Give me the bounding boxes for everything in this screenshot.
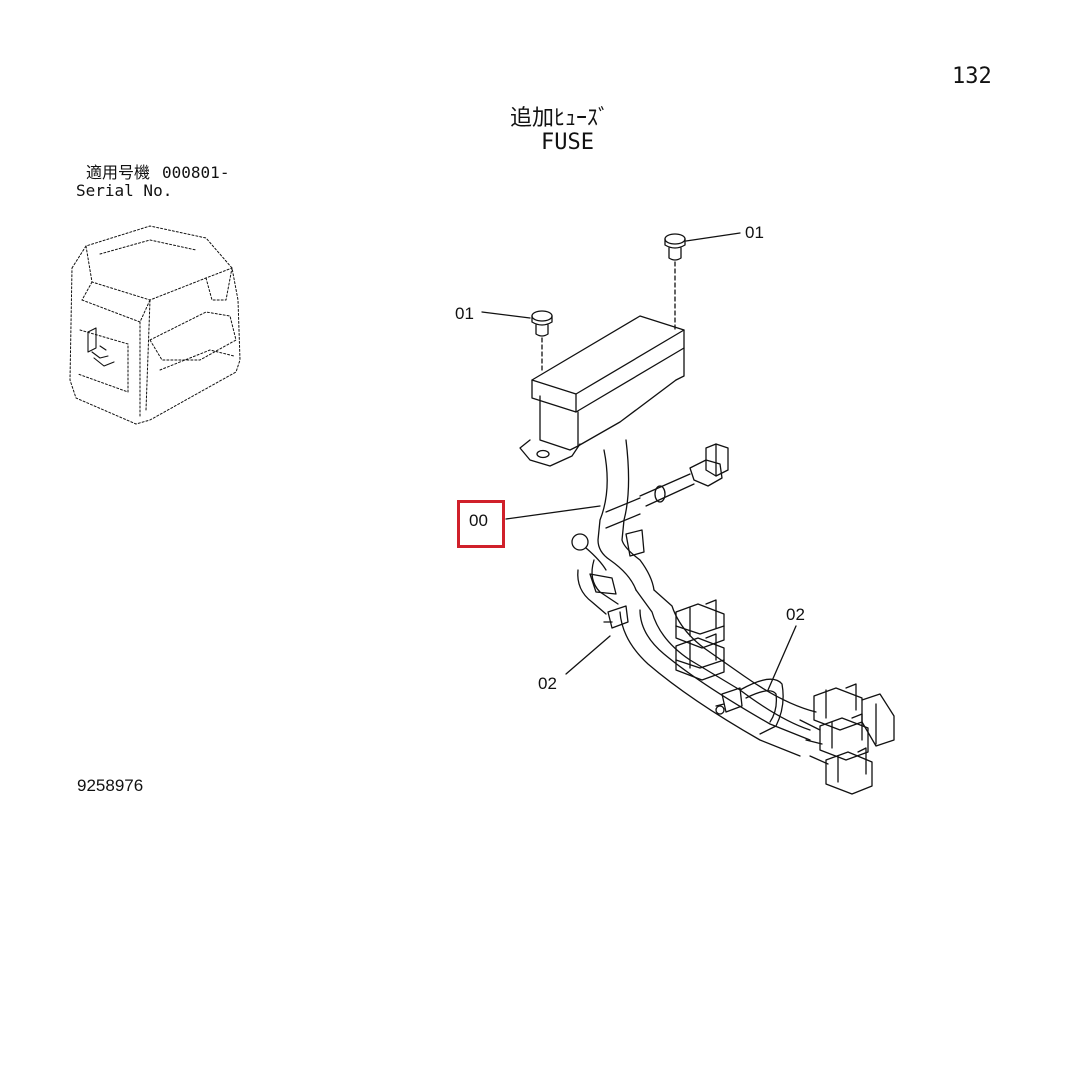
cab-fuse-location-mark [87,327,115,367]
cab-thumbnail-illustration [69,225,241,425]
leader-harness [505,505,601,520]
screw-upper-part [664,233,686,331]
serial-label-japanese: 適用号機 [86,163,151,182]
leader-clamp-left [565,635,611,675]
callout-clamp-right[interactable]: 02 [786,605,805,624]
diagram-title-english: FUSE [541,130,594,155]
callout-clamp-left[interactable]: 02 [538,674,557,693]
serial-label-row: 適用号機 000801- [76,164,229,182]
fuse-box-part [519,315,685,467]
screw-lower-part [531,310,553,373]
wire-harness-part [571,439,895,795]
serial-label-english: Serial No. [76,181,173,200]
diagram-title-japanese: 追加ﾋｭｰｽﾞ [510,106,610,131]
serial-number-block: 適用号機 000801- Serial No. [76,164,229,200]
serial-value: 000801- [162,163,230,182]
leader-screw-upper [685,232,741,242]
callout-harness[interactable]: 00 [469,511,488,530]
leader-screw-lower [481,311,531,319]
drawing-number: 9258976 [77,776,144,795]
callout-screw-lower[interactable]: 01 [455,304,474,323]
callout-screw-upper[interactable]: 01 [745,223,764,242]
callout-harness-highlight [457,500,505,548]
leader-clamp-right [767,625,797,691]
page-number: 132 [952,64,992,89]
